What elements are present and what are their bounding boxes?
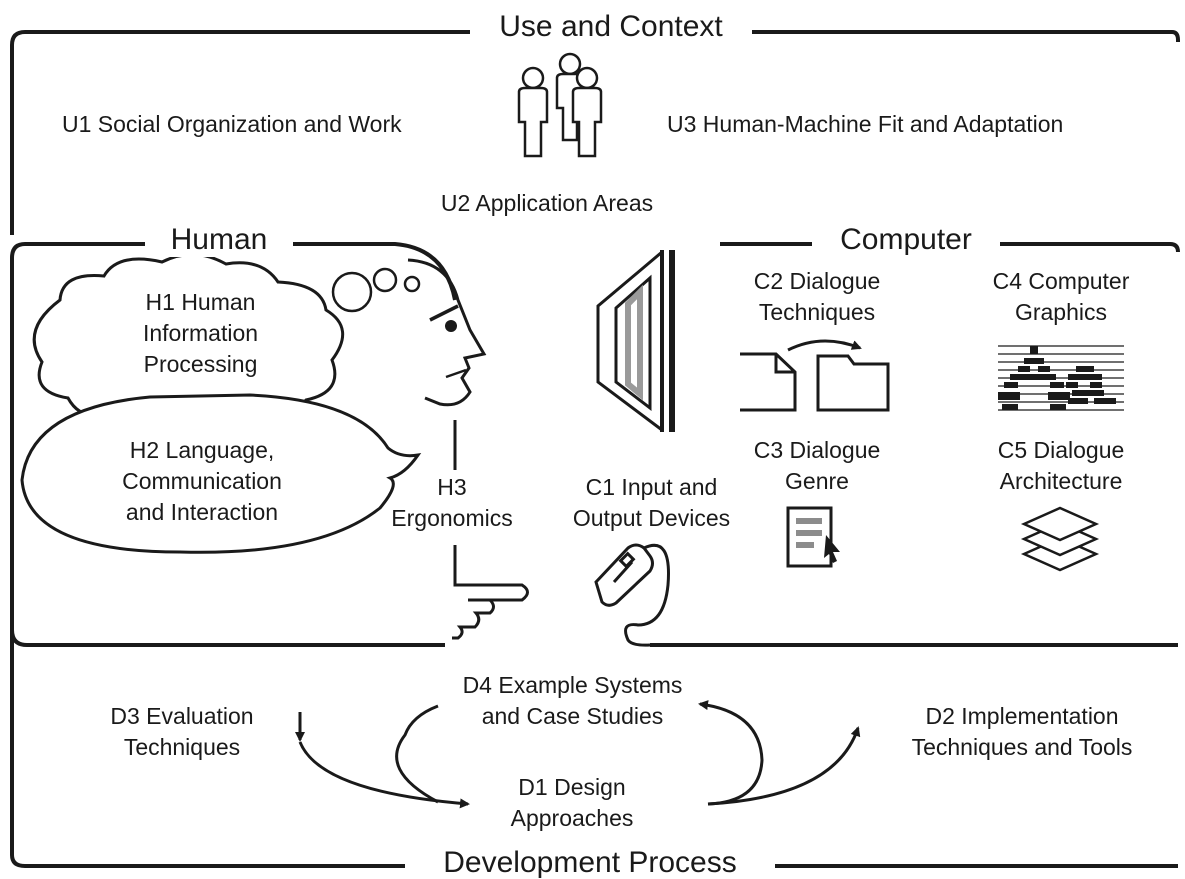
thought-bubbles-icon — [331, 267, 421, 313]
section-title-development: Development Process — [405, 846, 775, 879]
label-c5: C5 Dialogue Architecture — [997, 437, 1125, 494]
mouse-icon — [594, 543, 670, 647]
human-eye-icon — [445, 320, 457, 332]
label-c3: C3 Dialogue Genre — [753, 437, 881, 494]
label-u3: U3 Human-Machine Fit and Adaptation — [667, 111, 1064, 137]
arrow-d1-loop-left — [395, 704, 439, 804]
section-title-human: Human — [145, 223, 293, 257]
development-frame — [10, 655, 1178, 868]
human-arm-lower-icon — [453, 545, 529, 602]
label-c1: C1 Input and Output Devices — [572, 474, 731, 531]
arrow-d1-to-d2 — [707, 726, 861, 806]
monitor-icon — [596, 250, 675, 432]
label-u1: U1 Social Organization and Work — [62, 111, 402, 137]
label-c2: C2 Dialogue Techniques — [753, 268, 881, 325]
computer-frame — [720, 242, 1180, 253]
label-h2: H2 Language, Communication and Interacti… — [122, 437, 282, 525]
computer-graphics-icon — [998, 345, 1124, 411]
section-title-computer: Computer — [812, 223, 1000, 257]
thought-cloud-icon — [32, 252, 345, 432]
development-arrows — [295, 700, 861, 809]
arrow-d1-to-d4 — [698, 700, 764, 806]
human-hand-icon — [452, 598, 495, 640]
label-d2: D2 Implementation Techniques and Tools — [911, 703, 1133, 760]
arrow-d3-curve-to-d1 — [298, 741, 470, 809]
layer-stack-icon — [1020, 506, 1100, 572]
people-group-icon — [517, 52, 603, 158]
label-h3: H3 Ergonomics — [391, 474, 513, 531]
label-u2: U2 Application Areas — [440, 190, 654, 216]
human-mouth-icon — [445, 368, 467, 379]
speech-bubble-icon — [20, 393, 422, 554]
document-cursor-icon — [786, 506, 840, 568]
document-to-folder-icon — [740, 339, 890, 412]
section-title-use-context: Use and Context — [470, 10, 752, 44]
human-head-profile-icon — [407, 258, 487, 407]
label-c4: C4 Computer Graphics — [992, 268, 1130, 325]
label-d4: D4 Example Systems and Case Studies — [462, 672, 683, 729]
label-h1: H1 Human Information Processing — [142, 289, 259, 377]
label-d3: D3 Evaluation Techniques — [110, 703, 254, 760]
human-brow-icon — [429, 304, 459, 322]
human-frame-bottom — [10, 629, 445, 647]
human-frame — [10, 242, 457, 665]
label-d1: D1 Design Approaches — [510, 774, 634, 831]
